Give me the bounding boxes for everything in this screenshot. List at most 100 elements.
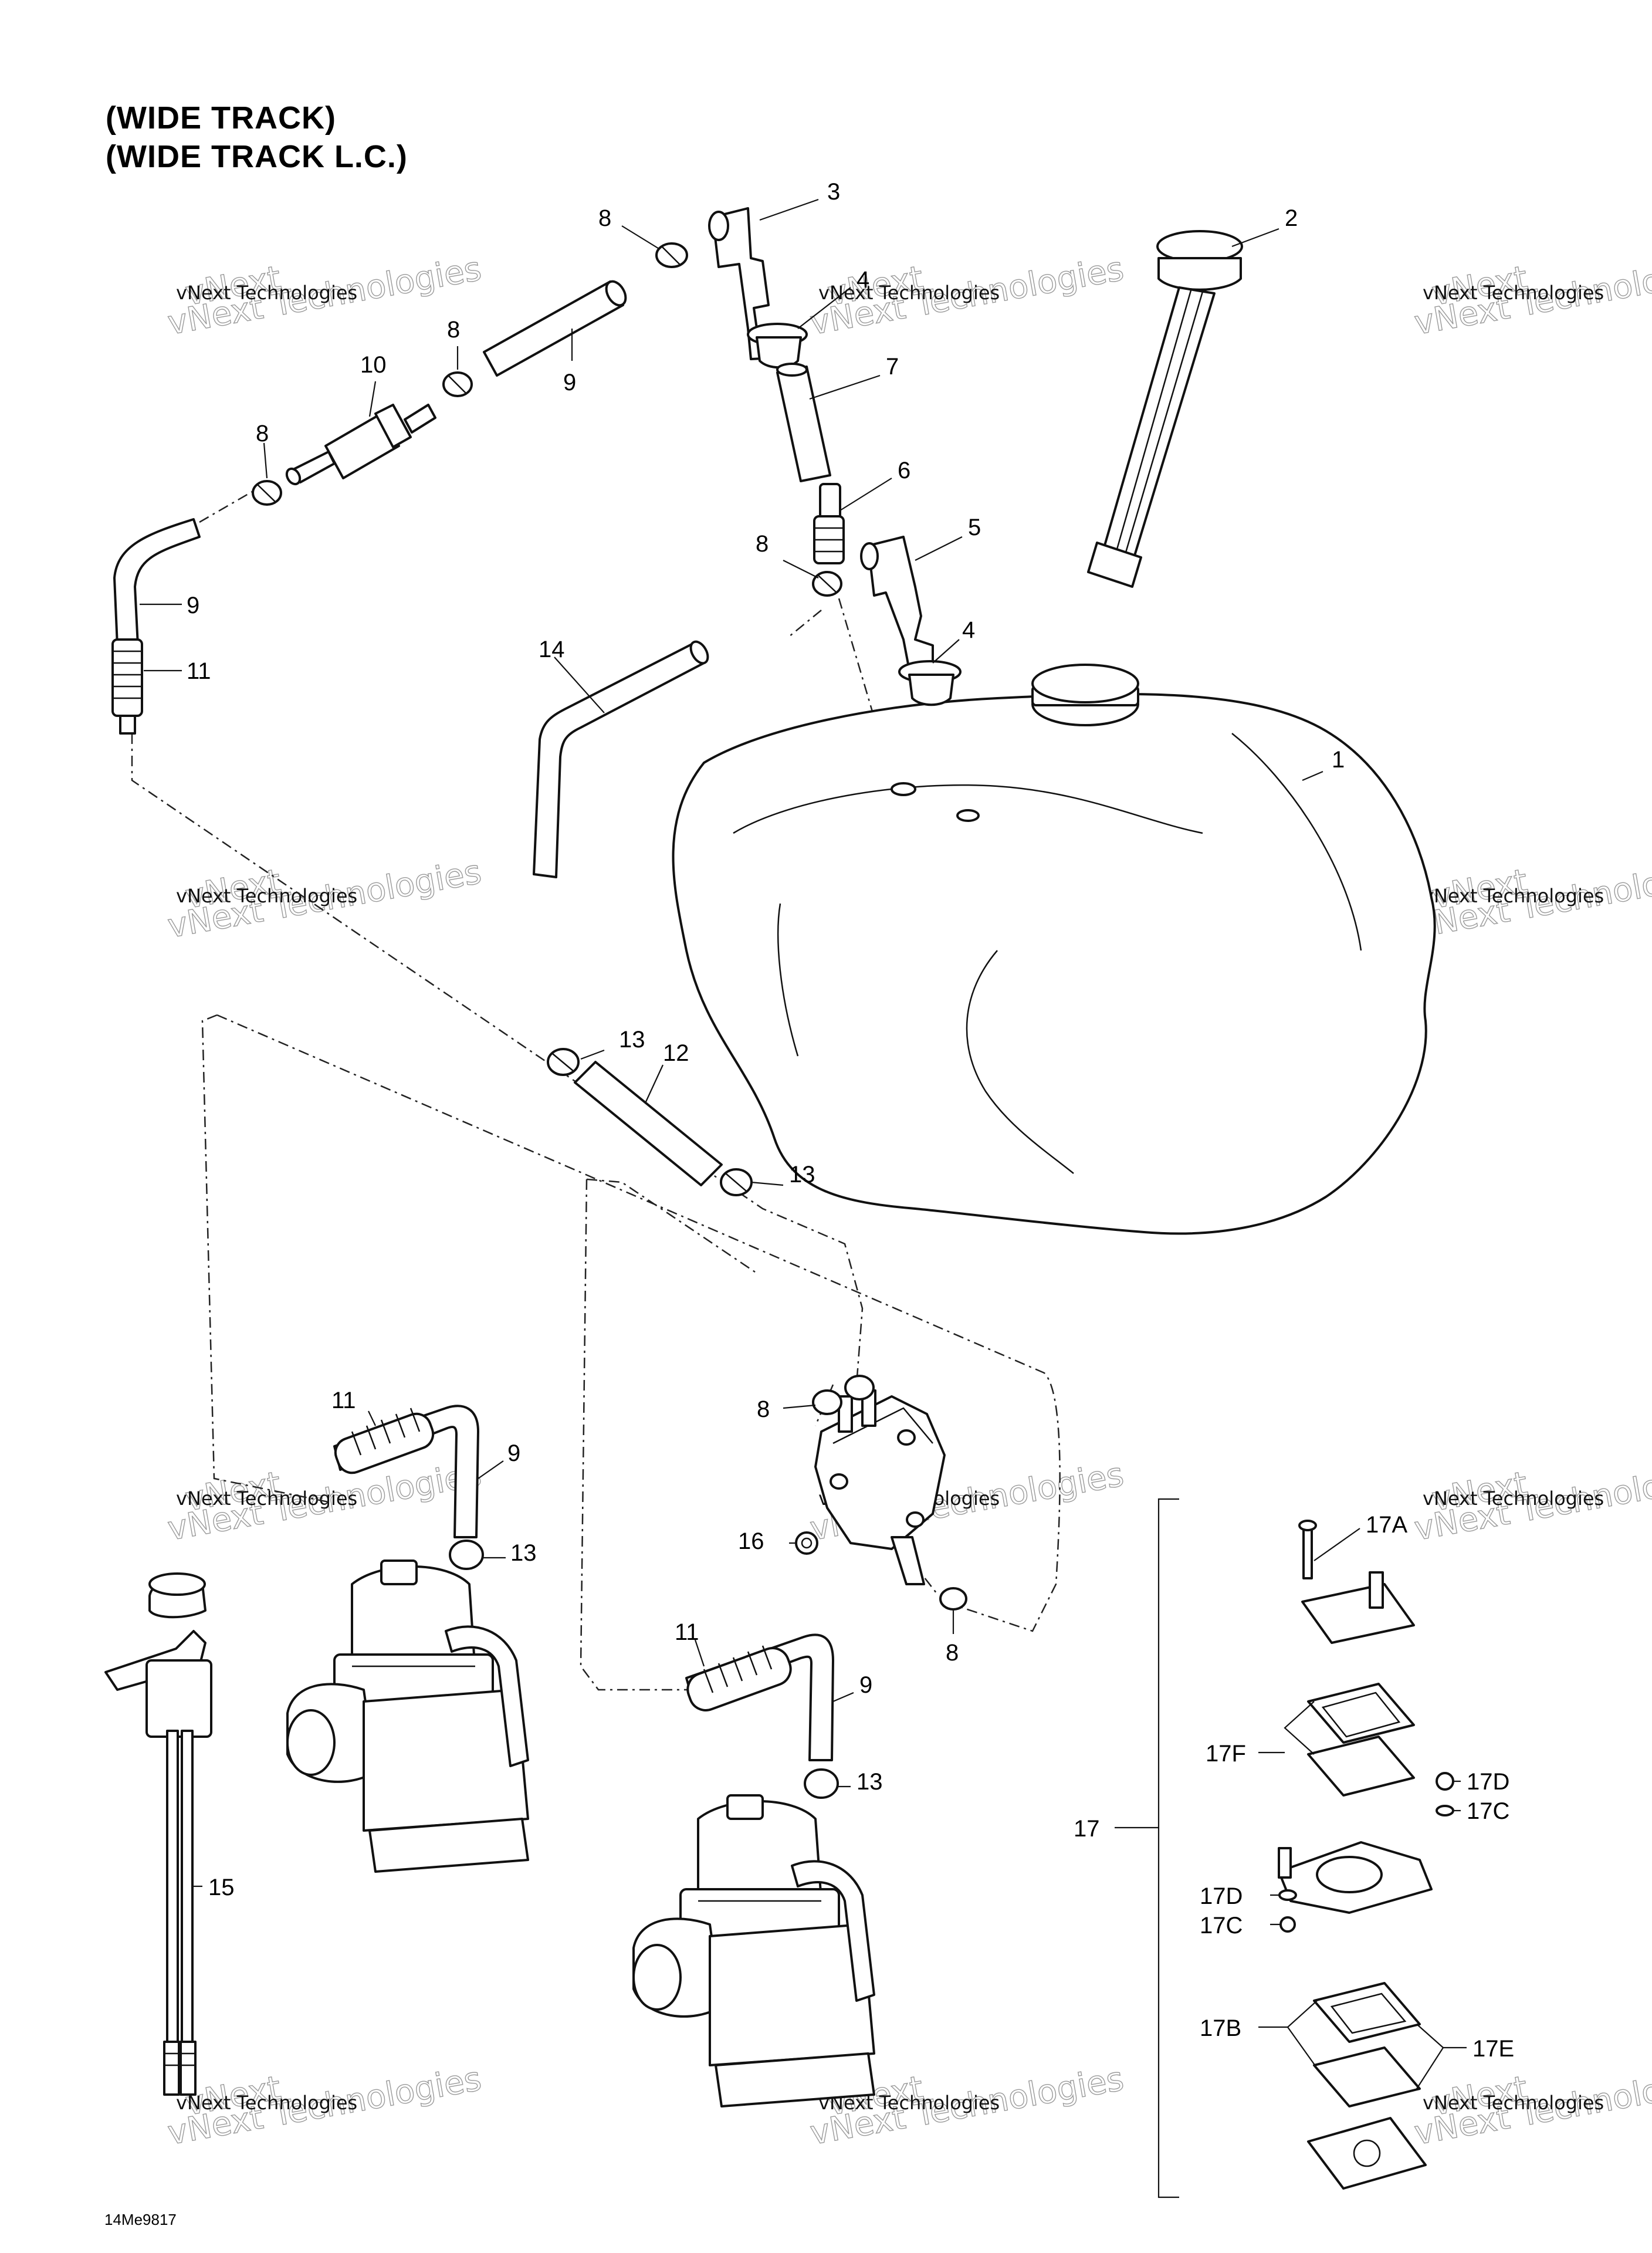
fuel-hose-elbow-left — [113, 518, 201, 647]
diagram-title-line-2: (WIDE TRACK L.C.) — [106, 139, 408, 174]
callout-9: 9 — [859, 1672, 872, 1698]
carb-hose-left — [333, 1405, 479, 1538]
check-valve — [813, 483, 845, 564]
callout-11: 11 — [675, 1619, 699, 1645]
hose-clamp — [812, 571, 842, 597]
callout-17d: 17D — [1467, 1769, 1509, 1795]
callout-5: 5 — [968, 515, 981, 540]
callout-3: 3 — [827, 179, 840, 205]
pump-kit-screw — [1298, 1520, 1317, 1579]
callout-12: 12 — [663, 1040, 689, 1066]
callout-8: 8 — [598, 205, 611, 231]
hose-clamp — [812, 1389, 842, 1415]
pump-nut — [795, 1531, 818, 1555]
callout-13: 13 — [789, 1162, 815, 1188]
callout-17c: 17C — [1200, 1913, 1243, 1939]
fuel-pump — [814, 1389, 946, 1585]
watermark: vNext vNext Technologies vNext Technolog… — [1411, 853, 1652, 946]
callout-7: 7 — [886, 354, 899, 380]
callout-11: 11 — [331, 1388, 356, 1413]
diagram-title-line-1: (WIDE TRACK) — [106, 100, 336, 136]
svg-text:vNext Technologies: vNext Technologies — [1423, 1487, 1604, 1510]
svg-text:vNext Technologies: vNext Technologies — [176, 1487, 357, 1510]
hose-clamp — [655, 242, 688, 268]
hose-clamp — [720, 1168, 753, 1196]
callout-9: 9 — [507, 1440, 520, 1466]
hose-clamp — [939, 1587, 967, 1611]
pump-gasket-set-lower — [1313, 1982, 1421, 2107]
callout-2: 2 — [1285, 205, 1298, 231]
callout-8: 8 — [447, 317, 460, 343]
callout-9: 9 — [187, 593, 199, 618]
watermark: vNext vNext Technologies vNext Technolog… — [1411, 2059, 1652, 2153]
callout-8: 8 — [946, 1640, 959, 1666]
hose-clamp — [252, 480, 282, 506]
grommet-upper — [747, 323, 808, 369]
callout-14: 14 — [539, 637, 565, 662]
callout-4: 4 — [857, 267, 869, 293]
callout-16: 16 — [738, 1528, 764, 1554]
grommet-lower — [898, 660, 962, 706]
hose-clamp — [449, 1540, 484, 1570]
svg-text:vNext Technologies: vNext Technologies — [818, 282, 1000, 304]
callout-8: 8 — [756, 531, 769, 557]
diagram-reference-code: 14Me9817 — [104, 2211, 177, 2228]
hose-clamp — [844, 1375, 875, 1400]
callout-11: 11 — [187, 658, 211, 684]
callout-17c: 17C — [1467, 1798, 1509, 1824]
watermark: vNext vNext Technologies vNext Technolog… — [164, 249, 485, 343]
elbow-fitting-lower — [860, 536, 934, 671]
svg-text:vNext Technologies: vNext Technologies — [1423, 2092, 1604, 2114]
pump-base-plate — [1307, 2117, 1427, 2190]
callout-17: 17 — [1074, 1816, 1100, 1842]
svg-text:vNext Technologies: vNext Technologies — [176, 2092, 357, 2114]
hose-clamp — [547, 1048, 580, 1076]
pump-cover — [1301, 1571, 1415, 1644]
pump-kit-bracket — [1115, 1498, 1179, 2198]
pump-body — [1278, 1841, 1433, 1914]
hose-clamp — [804, 1768, 839, 1799]
inline-fuel-filter — [285, 404, 436, 486]
fuel-filler-neck — [1031, 664, 1139, 726]
svg-text:vNext Technologies: vNext Technologies — [176, 885, 357, 907]
callout-labels: 1 2 3 4 4 5 6 7 8 8 8 8 8 8 9 9 9 9 10 1… — [187, 179, 1514, 2062]
fuel-gauge-sender — [1087, 230, 1243, 588]
connector-hose — [574, 1061, 723, 1186]
carburetor-left — [286, 1559, 529, 1873]
callout-15: 15 — [208, 1875, 235, 1900]
callout-9: 9 — [563, 370, 576, 395]
callout-13: 13 — [510, 1540, 537, 1566]
callout-17a: 17A — [1366, 1512, 1407, 1538]
choke-cable-assembly — [104, 1572, 212, 2096]
vent-hose-bent — [533, 640, 709, 878]
callout-17f: 17F — [1206, 1741, 1246, 1767]
callout-17e: 17E — [1472, 2036, 1514, 2062]
pump-diaphragm-set-upper — [1307, 1683, 1415, 1797]
carb-hose-right — [685, 1633, 834, 1761]
callout-17b: 17B — [1200, 2015, 1241, 2041]
svg-text:vNext Technologies: vNext Technologies — [1423, 885, 1604, 907]
callout-4: 4 — [962, 617, 975, 643]
vent-hose — [776, 363, 831, 482]
fuel-hose-straight — [483, 280, 627, 377]
callout-8: 8 — [256, 421, 269, 446]
callout-13: 13 — [857, 1769, 883, 1795]
callout-6: 6 — [898, 458, 910, 483]
hose-clamp — [442, 371, 473, 397]
callout-10: 10 — [360, 352, 387, 378]
callout-1: 1 — [1332, 747, 1345, 773]
watermark: vNext vNext Technologies vNext Technolog… — [807, 249, 1127, 343]
hose-spring-guard-left — [111, 638, 143, 735]
callout-17d: 17D — [1200, 1883, 1243, 1909]
watermark: vNext vNext Technologies vNext Technolog… — [164, 853, 485, 946]
callout-leaders — [140, 198, 1467, 2089]
callout-8: 8 — [757, 1396, 770, 1422]
watermark: vNext vNext Technologies vNext Technolog… — [1411, 249, 1652, 343]
pump-kit-small-parts — [1278, 1772, 1454, 1933]
fuel-tank — [672, 664, 1436, 1235]
callout-13: 13 — [619, 1027, 645, 1053]
carburetor-right — [632, 1794, 875, 2107]
svg-text:vNext Technologies: vNext Technologies — [176, 282, 357, 304]
